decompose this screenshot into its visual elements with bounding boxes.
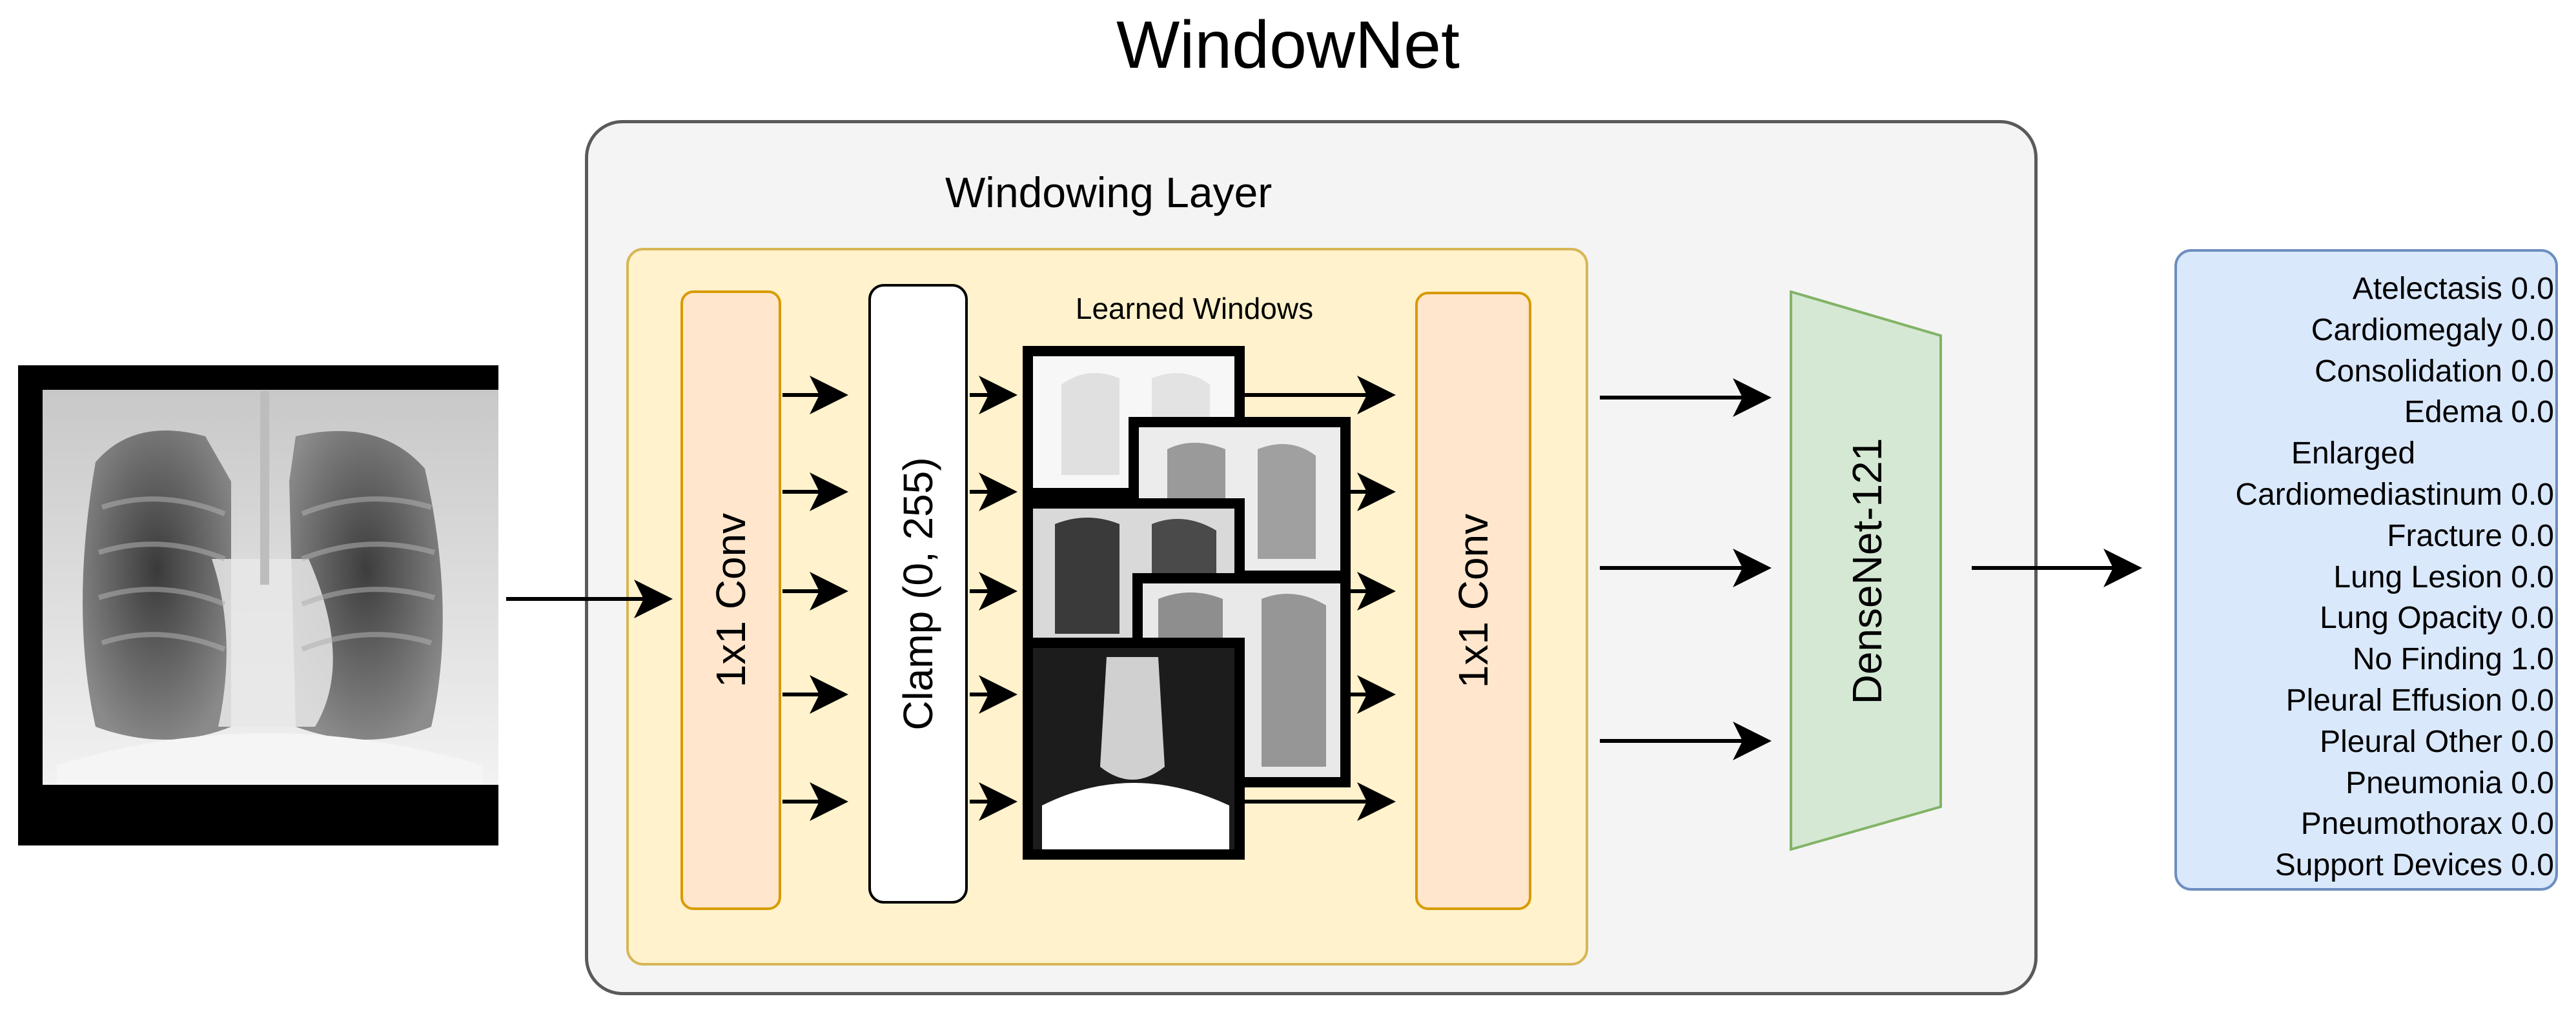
windowing-layer-title: Windowing Layer — [945, 168, 1273, 216]
output-label: Lung Lesion 0.0 — [2333, 560, 2554, 594]
conv-1x1-input: 1x1 Conv — [680, 290, 781, 910]
output-label: Pneumothorax 0.0 — [2300, 807, 2554, 842]
output-labels-panel: Atelectasis 0.0 Cardiomegaly 0.0 Consoli… — [2174, 249, 2558, 891]
output-label: Consolidation 0.0 — [2315, 354, 2554, 389]
clamp-block: Clamp (0, 255) — [868, 284, 968, 904]
output-label: Cardiomediastinum 0.0 — [2235, 477, 2554, 512]
learned-windows-label: Learned Windows — [1075, 292, 1314, 325]
output-label: Edema 0.0 — [2404, 395, 2554, 430]
conv-1x1-output: 1x1 Conv — [1415, 292, 1531, 910]
output-label: Atelectasis 0.0 — [2352, 272, 2554, 306]
densenet-block: DenseNet-121 — [1790, 290, 1945, 852]
output-label: Fracture 0.0 — [2387, 518, 2554, 553]
learned-window-5 — [1023, 638, 1245, 860]
output-label: No Finding 1.0 — [2352, 642, 2554, 677]
output-label: Enlarged — [2291, 436, 2416, 471]
output-label: Lung Opacity 0.0 — [2320, 601, 2554, 636]
output-label: Support Devices 0.0 — [2274, 848, 2554, 883]
diagram-title: WindowNet — [1116, 8, 1460, 83]
output-label: Pleural Other 0.0 — [2320, 724, 2554, 759]
output-label: Pneumonia 0.0 — [2346, 765, 2554, 800]
output-label: Cardiomegaly 0.0 — [2311, 312, 2554, 347]
output-label: Pleural Effusion 0.0 — [2285, 683, 2554, 718]
input-xray-image — [18, 365, 498, 845]
